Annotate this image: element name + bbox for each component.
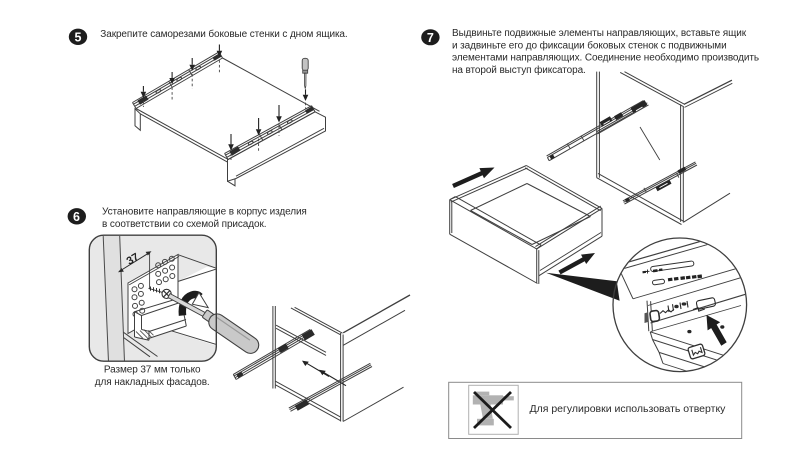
svg-text:и задвиньте его до фиксации бо: и задвиньте его до фиксации боковых стен… xyxy=(452,39,727,51)
svg-text:Закрепите саморезами боковые с: Закрепите саморезами боковые стенки с дн… xyxy=(100,28,347,40)
svg-text:7: 7 xyxy=(427,31,434,45)
svg-text:6: 6 xyxy=(73,210,80,224)
svg-text:на второй выступ фиксатора.: на второй выступ фиксатора. xyxy=(452,64,586,76)
svg-text:элементами направляющих. Соед: элементами направляющих. Соединение необ… xyxy=(452,52,759,64)
svg-text:37: 37 xyxy=(125,251,142,268)
svg-text:Установите направляющие в корп: Установите направляющие в корпус изделия xyxy=(102,207,307,218)
svg-text:Выдвиньте подвижные элементы н: Выдвиньте подвижные элементы направляющи… xyxy=(452,28,747,39)
svg-text:Для регулировки использовать о: Для регулировки использовать отвертку xyxy=(530,403,727,415)
svg-text:для накладных фасадов.: для накладных фасадов. xyxy=(95,376,210,388)
svg-text:Размер 37 мм только: Размер 37 мм только xyxy=(104,365,201,376)
svg-text:в соответствии со схемой приса: в соответствии со схемой присадок. xyxy=(102,219,266,230)
svg-text:5: 5 xyxy=(75,30,82,44)
